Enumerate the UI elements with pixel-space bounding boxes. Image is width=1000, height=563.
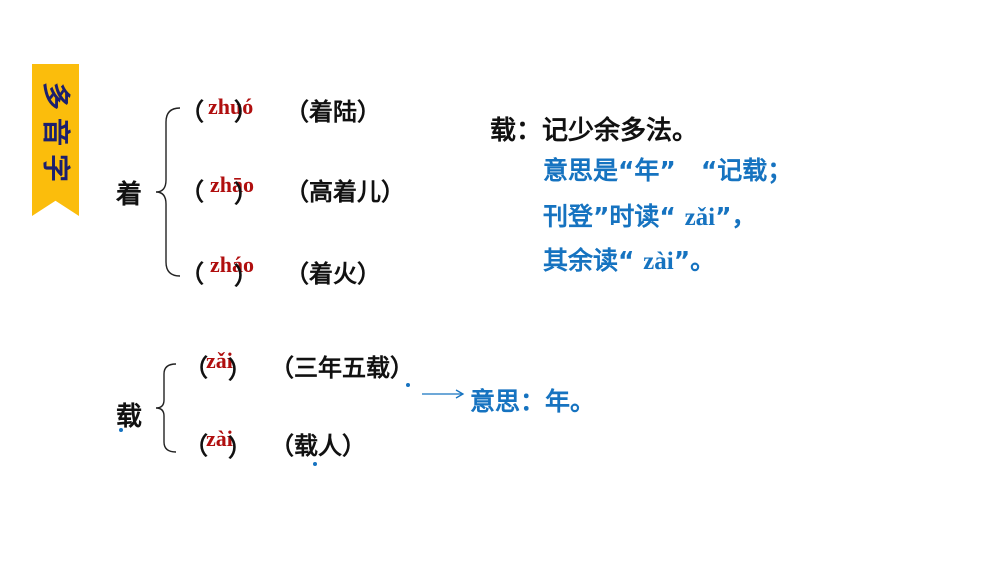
paren-open: （ [184, 432, 208, 460]
tip-line-2: 刊登”时读“ zǎi”， [543, 194, 757, 241]
emphasis-dot [313, 462, 317, 466]
tip-text: 刊登”时读“ [543, 202, 685, 231]
paren-open: （ [180, 98, 204, 126]
banner-char-3: 字 [39, 153, 73, 182]
paren-open: （ [180, 260, 204, 288]
word-zairen: （载人） [270, 432, 366, 460]
tip-text: 其余读“ [543, 246, 644, 275]
paren-close: ） [228, 434, 252, 462]
pinyin-zhuo: zhuó [208, 94, 254, 119]
tip-pinyin-zai3: zǎi [684, 204, 716, 231]
word-sannianwuzai: （三年五载） [270, 354, 414, 382]
word-gaozhaor: （高着儿） [285, 178, 405, 206]
paren-close: ） [234, 262, 258, 290]
tip-line-1: 意思是“年” “记载； [543, 156, 793, 185]
topic-banner: 多 音 字 [32, 64, 79, 216]
brace-icon [155, 363, 177, 453]
word-zhuolu: （着陆） [285, 98, 381, 126]
paren-close: ） [234, 98, 258, 126]
paren-close: ） [234, 180, 258, 208]
tip-title: 载：记少余多法。 [490, 116, 699, 146]
pinyin-zhao2: zháo [210, 252, 254, 277]
meaning-note: 意思：年。 [470, 387, 596, 416]
tip-pinyin-zai4: zài [643, 248, 674, 275]
reading-row-1: （ [180, 92, 204, 127]
tip-text: ”。 [673, 246, 716, 275]
head-char-zai: 载 [116, 402, 143, 432]
paren-open: （ [184, 354, 208, 382]
emphasis-dot [119, 428, 123, 432]
word-zhaohuo: （着火） [285, 260, 381, 288]
pinyin-zai3: zǎi [206, 348, 233, 373]
emphasis-dot [406, 383, 410, 387]
tip-text: ”， [715, 202, 757, 231]
paren-close: ） [228, 356, 252, 384]
brace-icon [155, 107, 181, 277]
arrow-right-icon [422, 389, 465, 399]
paren-open: （ [180, 178, 204, 206]
tip-line-3: 其余读“ zài”。 [543, 238, 715, 285]
pinyin-zai4: zài [206, 426, 233, 451]
head-char-zhuo: 着 [116, 180, 143, 210]
pinyin-zhao1: zhāo [210, 172, 254, 197]
